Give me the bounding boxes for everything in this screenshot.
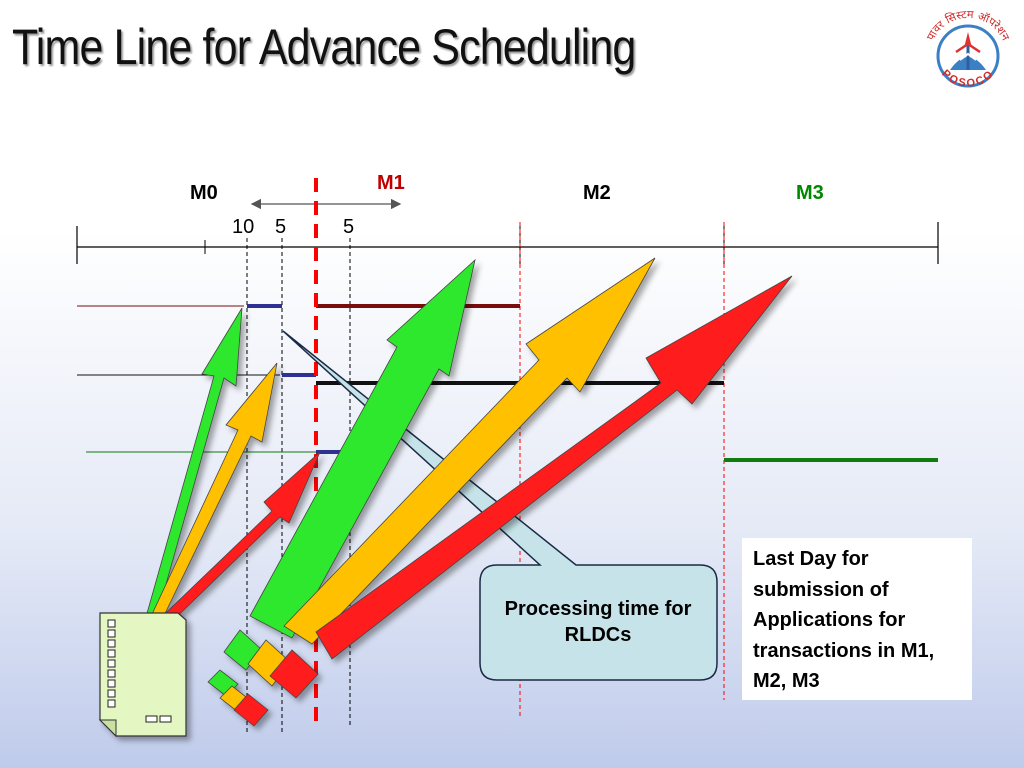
arrow-red-large — [315, 275, 793, 660]
milestone-m2: M2 — [583, 182, 611, 204]
document-arrows — [143, 307, 321, 634]
last-day-note-text: Last Day for submission of Applications … — [753, 548, 935, 692]
block-red-2 — [233, 693, 269, 727]
month-3-row — [86, 451, 938, 462]
milestone-m3: M3 — [796, 182, 824, 204]
posoco-logo-icon: पावर सिस्टम ऑपरेशन POSOCO — [924, 8, 1012, 90]
slide-title: Time Line for Advance Scheduling — [12, 19, 636, 75]
milestone-m0: M0 — [190, 182, 218, 204]
arrow-yellow-small — [146, 362, 278, 631]
block-cluster — [207, 629, 319, 727]
arrow-yellow-large — [283, 257, 656, 645]
callout-text: Processing time for RLDCs — [504, 598, 692, 646]
milestone-m1: M1 — [377, 172, 405, 194]
timeline-axis — [76, 222, 939, 264]
application-document-icon — [98, 612, 187, 738]
day-mark-5a: 5 — [275, 216, 287, 238]
day-mark-5b: 5 — [343, 216, 355, 238]
block-red-1 — [269, 649, 319, 699]
large-arrows — [249, 257, 793, 660]
day-mark-10: 10 — [232, 216, 255, 238]
last-day-note-box: Last Day for submission of Applications … — [742, 538, 972, 700]
arrow-red-small — [149, 451, 321, 634]
